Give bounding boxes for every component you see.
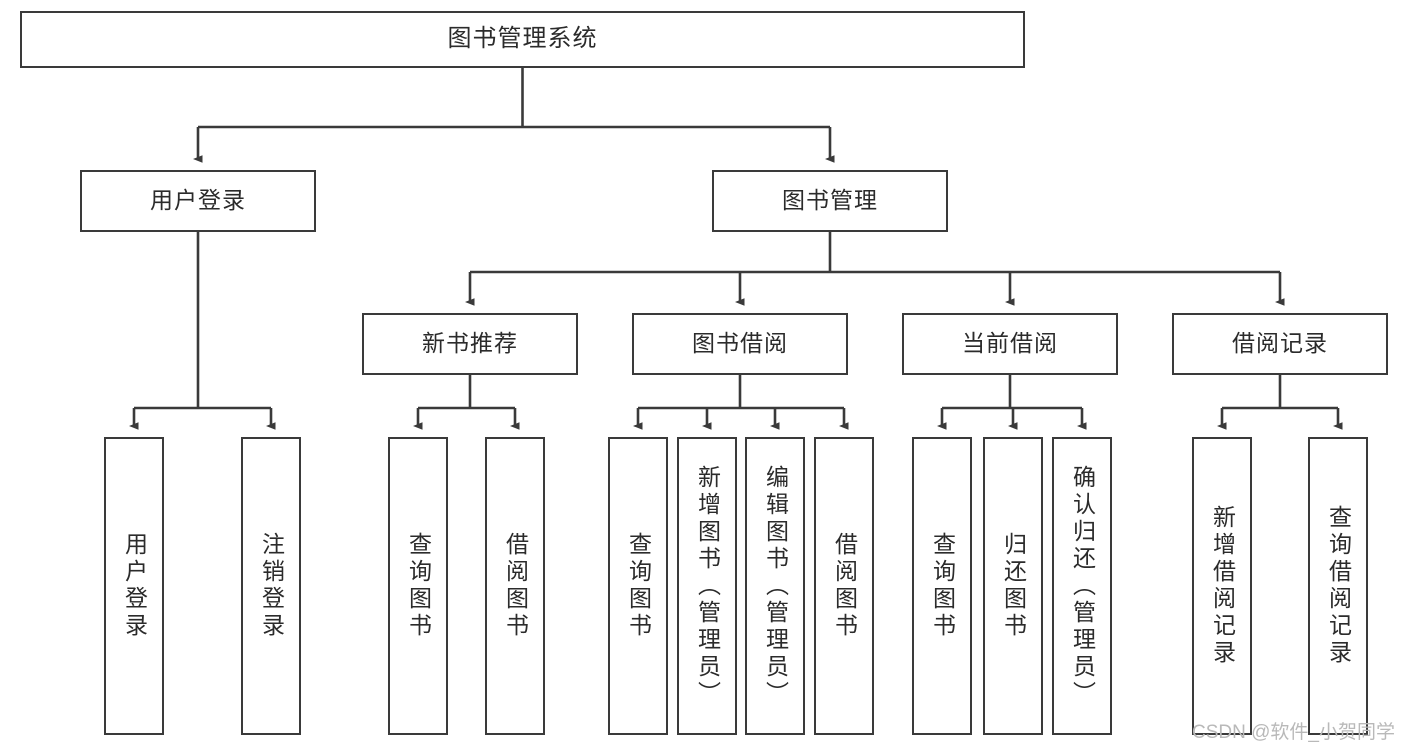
node-label: 借阅图书 xyxy=(502,532,529,640)
node-borrow-record[interactable]: 借阅记录 xyxy=(1172,313,1388,375)
node-book-manage[interactable]: 图书管理 xyxy=(712,170,948,232)
node-label: 注销登录 xyxy=(258,532,285,640)
node-label: 查询图书 xyxy=(405,532,432,640)
node-label: 图书管理 xyxy=(782,187,878,214)
node-label: 借阅图书 xyxy=(831,532,858,640)
node-leaf-add-record[interactable]: 新增借阅记录 xyxy=(1192,437,1252,735)
node-new-book-recommend[interactable]: 新书推荐 xyxy=(362,313,578,375)
node-leaf-query-book-2[interactable]: 查询图书 xyxy=(608,437,668,735)
node-leaf-query-record[interactable]: 查询借阅记录 xyxy=(1308,437,1368,735)
node-label: 图书借阅 xyxy=(692,330,788,357)
node-leaf-query-book-1[interactable]: 查询图书 xyxy=(388,437,448,735)
node-leaf-confirm-return[interactable]: 确认归还（管理员） xyxy=(1052,437,1112,735)
node-label: 借阅记录 xyxy=(1232,330,1328,357)
node-leaf-edit-book[interactable]: 编辑图书（管理员） xyxy=(745,437,805,735)
node-leaf-query-book-3[interactable]: 查询图书 xyxy=(912,437,972,735)
node-label: 图书管理系统 xyxy=(447,25,598,53)
node-leaf-return-book[interactable]: 归还图书 xyxy=(983,437,1043,735)
node-label: 归还图书 xyxy=(1000,532,1027,640)
node-label: 当前借阅 xyxy=(962,330,1058,357)
node-label: 查询图书 xyxy=(929,532,956,640)
node-label: 新书推荐 xyxy=(422,330,518,357)
node-label: 编辑图书（管理员） xyxy=(762,464,789,708)
node-label: 确认归还（管理员） xyxy=(1069,464,1096,708)
node-book-borrow[interactable]: 图书借阅 xyxy=(632,313,848,375)
node-leaf-borrow-book-2[interactable]: 借阅图书 xyxy=(814,437,874,735)
node-root-图书管理系统[interactable]: 图书管理系统 xyxy=(20,11,1025,68)
node-label: 新增图书（管理员） xyxy=(694,464,721,708)
node-label: 用户登录 xyxy=(121,532,148,640)
node-user-login[interactable]: 用户登录 xyxy=(80,170,316,232)
node-leaf-add-book[interactable]: 新增图书（管理员） xyxy=(677,437,737,735)
node-label: 查询借阅记录 xyxy=(1325,505,1352,667)
node-label: 查询图书 xyxy=(625,532,652,640)
node-label: 用户登录 xyxy=(150,187,246,214)
node-leaf-user-logout[interactable]: 注销登录 xyxy=(241,437,301,735)
node-current-borrow[interactable]: 当前借阅 xyxy=(902,313,1118,375)
node-leaf-user-login[interactable]: 用户登录 xyxy=(104,437,164,735)
node-label: 新增借阅记录 xyxy=(1209,505,1236,667)
node-leaf-borrow-book-1[interactable]: 借阅图书 xyxy=(485,437,545,735)
